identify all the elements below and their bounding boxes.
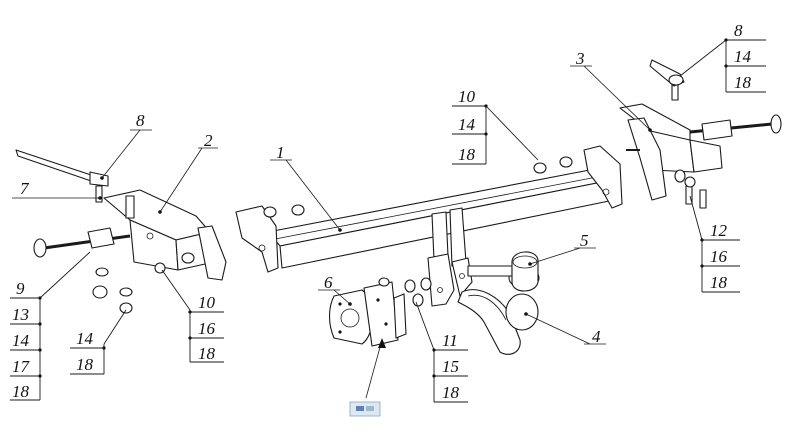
label-left-stack-9: 9 [16, 279, 25, 298]
stack-rules [10, 39, 766, 403]
label-part-7: 7 [20, 179, 30, 198]
label-part-6: 6 [324, 273, 333, 292]
label-left-stack-17: 17 [12, 357, 31, 376]
label-cb-stack-11: 11 [442, 331, 458, 350]
label-part-1: 1 [276, 143, 285, 162]
label-rb-stack-18: 18 [710, 273, 728, 292]
label-part-4: 4 [592, 327, 601, 346]
label-rb-stack-16: 16 [710, 247, 728, 266]
label-rt-stack-18: 18 [734, 73, 752, 92]
label-left-8: 8 [136, 111, 145, 130]
label-rb-stack-12: 12 [710, 221, 728, 240]
ball-cover-part-5 [511, 251, 539, 292]
label-nut-stack-14: 14 [76, 329, 94, 348]
label-nut-stack-18: 18 [76, 355, 94, 374]
left-strap [15, 149, 109, 203]
label-lb-stack-10: 10 [198, 293, 216, 312]
right-bolts [649, 59, 707, 209]
label-ct-stack-14: 14 [458, 115, 476, 134]
label-part-5: 5 [580, 231, 589, 250]
label-rt-stack-14: 14 [734, 47, 752, 66]
left-nuts [92, 252, 195, 314]
label-ct-stack-18: 18 [458, 145, 476, 164]
label-box [349, 401, 381, 417]
label-cb-stack-15: 15 [442, 357, 459, 376]
socket-plate-part-6 [328, 277, 407, 347]
label-cb-stack-18: 18 [442, 383, 460, 402]
label-left-stack-13: 13 [12, 305, 29, 324]
label-left-stack-18: 18 [12, 382, 30, 401]
left-long-bolt [33, 227, 131, 258]
label-part-3: 3 [575, 49, 585, 68]
stack-nodes [38, 38, 728, 378]
label-rt-stack-8: 8 [734, 21, 743, 40]
center-washers [404, 277, 432, 307]
label-ct-stack-10: 10 [458, 87, 476, 106]
right-bracket-part-3 [619, 103, 782, 201]
label-lb-stack-18: 18 [198, 344, 216, 363]
crossbar-bolts [263, 156, 573, 218]
center-bracket [427, 207, 473, 307]
label-lb-stack-16: 16 [198, 319, 216, 338]
label-left-stack-14: 14 [12, 331, 30, 350]
label-part-2: 2 [204, 131, 213, 150]
